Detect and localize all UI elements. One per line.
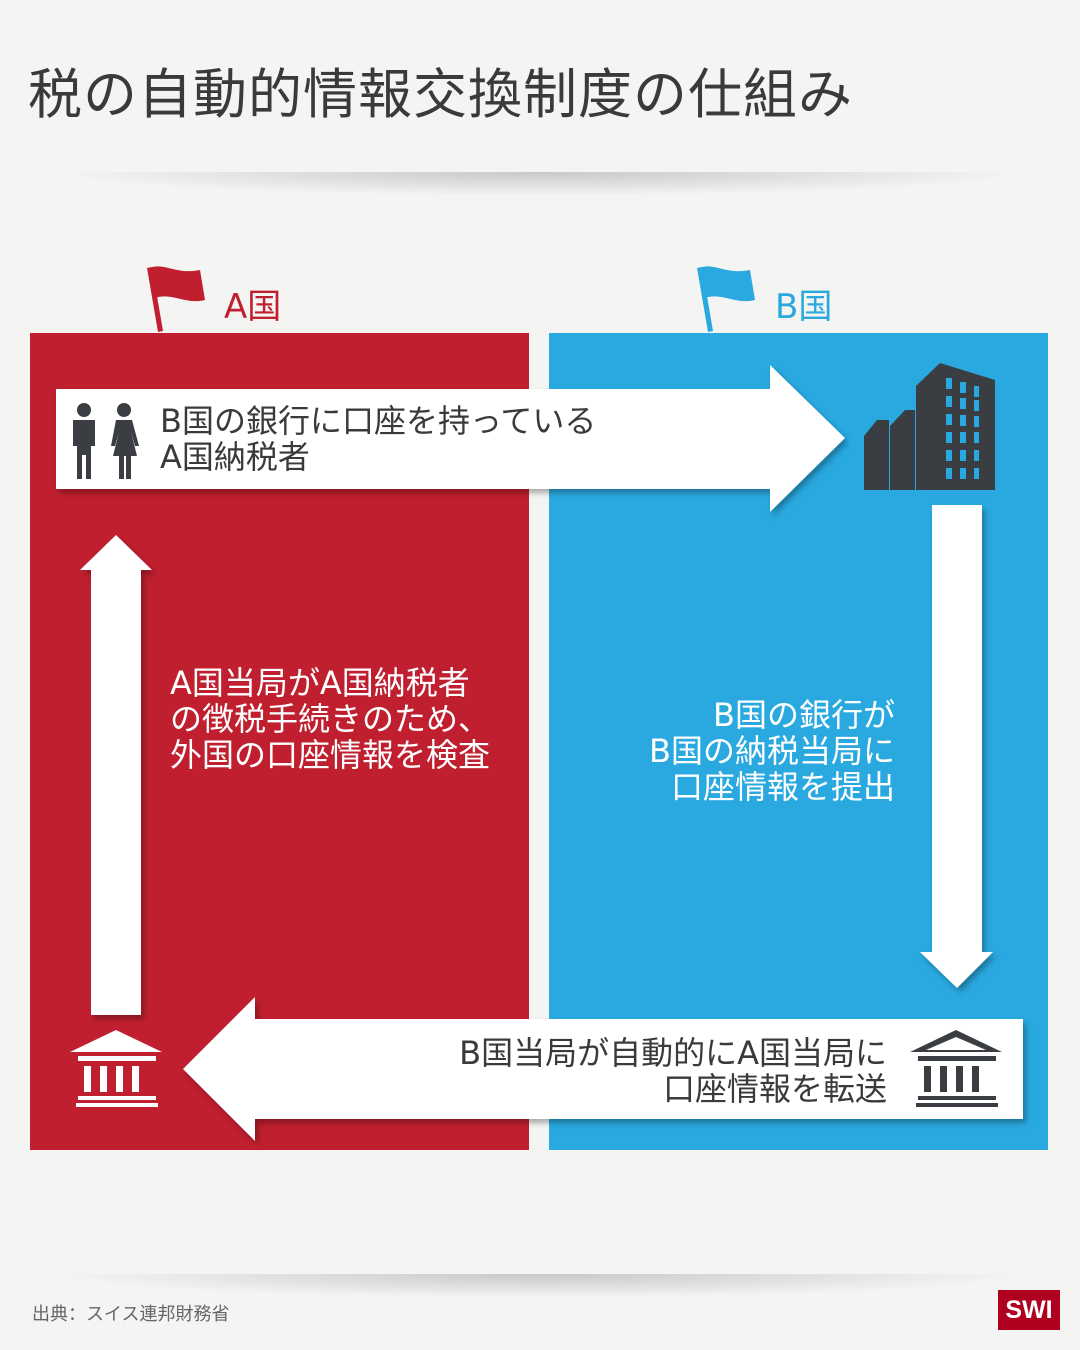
arrow-up xyxy=(80,535,152,1015)
divider xyxy=(50,172,1030,196)
bank-reports-text: B国の銀行が B国の納税当局に 口座情報を提出 xyxy=(649,697,895,805)
authority-a-icon xyxy=(70,1030,162,1107)
text-line: B国の納税当局に xyxy=(649,732,895,770)
swi-logo: SWI xyxy=(998,1290,1060,1330)
red-flag-icon xyxy=(147,266,205,332)
bank-building-icon xyxy=(864,363,995,490)
text-line: B国の銀行が xyxy=(713,696,895,734)
country-a-label: A国 xyxy=(224,287,282,327)
inspection-text: A国当局がA国納税者 の徴税手続きのため、 外国の口座情報を検査 xyxy=(170,665,490,773)
page-title: 税の自動的情報交換制度の仕組み xyxy=(28,63,853,126)
blue-flag-icon xyxy=(697,266,755,332)
transfer-text: B国当局が自動的にA国当局に 口座情報を転送 xyxy=(459,1035,887,1107)
taxpayer-text: B国の銀行に口座を持っている A国納税者 xyxy=(160,403,596,475)
taxpayers-icon xyxy=(73,403,139,479)
authority-b-icon xyxy=(910,1030,1002,1107)
text-line: B国当局が自動的にA国当局に xyxy=(459,1034,887,1072)
source-note: 出典：スイス連邦財務省 xyxy=(32,1304,230,1325)
text-line: 口座情報を転送 xyxy=(662,1070,887,1108)
text-line: 口座情報を提出 xyxy=(670,768,895,806)
country-b-label: B国 xyxy=(775,287,833,327)
arrow-right xyxy=(56,365,845,512)
text-line: 外国の口座情報を検査 xyxy=(170,736,491,774)
text-line: の徴税手続きのため、 xyxy=(170,700,491,738)
arrow-left xyxy=(183,997,1023,1141)
text-line: A国当局がA国納税者 xyxy=(170,664,470,702)
divider xyxy=(50,1274,1030,1298)
text-line: A国納税者 xyxy=(160,438,310,476)
text-line: B国の銀行に口座を持っている xyxy=(160,402,597,440)
arrow-down xyxy=(920,505,993,988)
